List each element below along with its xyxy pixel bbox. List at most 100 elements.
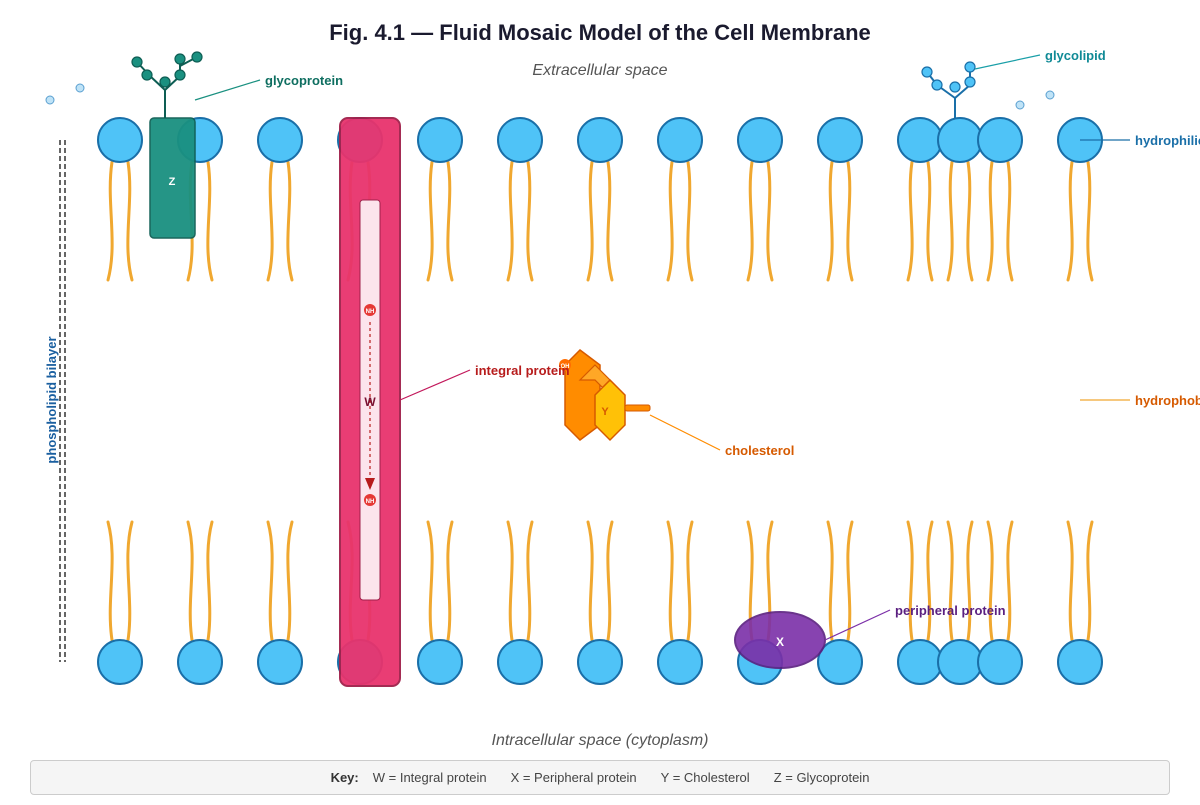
- figure-title: Fig. 4.1 — Fluid Mosaic Model of the Cel…: [329, 20, 871, 45]
- glycoprotein-sugar-chain: [136, 56, 198, 118]
- upper-tail-b-10: [926, 160, 934, 282]
- upper-head-5: [497, 117, 543, 163]
- upper-head-0: [97, 117, 143, 163]
- upper-tail-a-8: [746, 160, 754, 282]
- lower-head-6: [577, 639, 623, 685]
- integral-protein-label: integral protein: [475, 363, 570, 378]
- upper-head-11: [937, 117, 983, 163]
- lower-tail-b-9: [846, 520, 854, 642]
- upper-tail-b-1: [206, 160, 214, 282]
- glycolipid-label: glycolipid: [1045, 48, 1106, 63]
- upper-head-12: [977, 117, 1023, 163]
- lower-head-4: [417, 639, 463, 685]
- lower-tail-a-10: [906, 520, 914, 642]
- upper-head-6: [577, 117, 623, 163]
- lower-tail-b-1: [206, 520, 214, 642]
- upper-tail-a-2: [266, 160, 274, 282]
- upper-head-7: [657, 117, 703, 163]
- cholesterol-label: cholesterol: [725, 443, 794, 458]
- annotations: glycoprotein glycolipid hydrophilic head…: [194, 48, 1200, 641]
- bilayer-label: phospholipid bilayer: [44, 336, 59, 463]
- integral-protein: NH NH W: [339, 117, 401, 687]
- lower-tail-a-13: [1066, 520, 1074, 642]
- lower-tail-a-12: [986, 520, 994, 642]
- lower-tail-b-2: [286, 520, 294, 642]
- upper-tail-b-0: [126, 160, 134, 282]
- lower-tail-a-0: [106, 520, 114, 642]
- upper-tail-a-6: [586, 160, 594, 282]
- upper-tail-a-5: [506, 160, 514, 282]
- upper-tail-b-5: [526, 160, 534, 282]
- lower-head-5: [497, 639, 543, 685]
- upper-head-10: [897, 117, 943, 163]
- upper-head-2: [257, 117, 303, 163]
- upper-tail-b-11: [966, 160, 974, 282]
- upper-tail-b-6: [606, 160, 614, 282]
- lower-head-7: [657, 639, 703, 685]
- upper-tail-a-10: [906, 160, 914, 282]
- key-item-integral: W = Integral protein: [372, 770, 487, 785]
- upper-tail-a-7: [666, 160, 674, 282]
- upper-tail-b-4: [446, 160, 454, 282]
- upper-tail-a-0: [106, 160, 114, 282]
- upper-tail-b-12: [1006, 160, 1014, 282]
- hydrophobic-label: hydrophobic tail: [1135, 393, 1200, 408]
- upper-tail-a-13: [1066, 160, 1074, 282]
- lower-tail-a-4: [426, 520, 434, 642]
- nh-top-marker: NH: [366, 309, 375, 315]
- lower-tail-b-4: [446, 520, 454, 642]
- lower-tail-a-1: [186, 520, 194, 642]
- lower-tail-b-10: [926, 520, 934, 642]
- lower-tail-b-7: [686, 520, 694, 642]
- lower-tail-a-11: [946, 520, 954, 642]
- key-heading: Key:: [330, 770, 359, 785]
- key-item-glycoprotein: Z = Glycoprotein: [773, 770, 870, 785]
- cholesterol: OH Y: [559, 349, 651, 442]
- key-item-cholesterol: Y = Cholesterol: [660, 770, 750, 785]
- intracellular-label: Intracellular space (cytoplasm): [492, 732, 709, 749]
- upper-tail-b-2: [286, 160, 294, 282]
- integral-protein-marker: W: [364, 395, 376, 409]
- upper-tail-a-11: [946, 160, 954, 282]
- hydrophilic-label: hydrophilic head: [1135, 133, 1200, 148]
- lower-tail-a-5: [506, 520, 514, 642]
- lower-head-0: [97, 639, 143, 685]
- lower-tail-b-12: [1006, 520, 1014, 642]
- glycoprotein-label: glycoprotein: [265, 73, 343, 88]
- upper-head-9: [817, 117, 863, 163]
- lower-head-13: [1057, 639, 1103, 685]
- upper-tail-a-4: [426, 160, 434, 282]
- arrow-head-icon: [365, 478, 375, 490]
- glycolipid-sugar-chain: [921, 61, 976, 118]
- lower-head-11: [937, 639, 983, 685]
- peripheral-protein: X: [734, 611, 826, 669]
- upper-tail-a-9: [826, 160, 834, 282]
- key-item-peripheral: X = Peripheral protein: [510, 770, 637, 785]
- upper-tail-b-7: [686, 160, 694, 282]
- lower-tail-a-9: [826, 520, 834, 642]
- lower-tail-a-2: [266, 520, 274, 642]
- extracellular-particles: [45, 83, 1055, 110]
- lower-head-9: [817, 639, 863, 685]
- upper-tail-b-13: [1086, 160, 1094, 282]
- cholesterol-marker: Y: [601, 406, 609, 418]
- lower-head-10: [897, 639, 943, 685]
- lower-tail-a-7: [666, 520, 674, 642]
- key-box: Key: W = Integral protein X = Peripheral…: [30, 760, 1170, 795]
- lower-tail-b-5: [526, 520, 534, 642]
- lower-head-2: [257, 639, 303, 685]
- upper-head-4: [417, 117, 463, 163]
- glycoprotein: Z: [131, 51, 203, 239]
- lower-head-12: [977, 639, 1023, 685]
- nh-bottom-marker: NH: [366, 499, 375, 505]
- upper-tail-a-12: [986, 160, 994, 282]
- lower-tail-b-11: [966, 520, 974, 642]
- lower-tail-b-6: [606, 520, 614, 642]
- extracellular-label: Extracellular space: [532, 62, 667, 79]
- oh-marker: OH: [561, 364, 570, 370]
- upper-head-8: [737, 117, 783, 163]
- lower-head-1: [177, 639, 223, 685]
- bilayer-bracket: [59, 140, 66, 662]
- peripheral-protein-marker: X: [776, 635, 784, 649]
